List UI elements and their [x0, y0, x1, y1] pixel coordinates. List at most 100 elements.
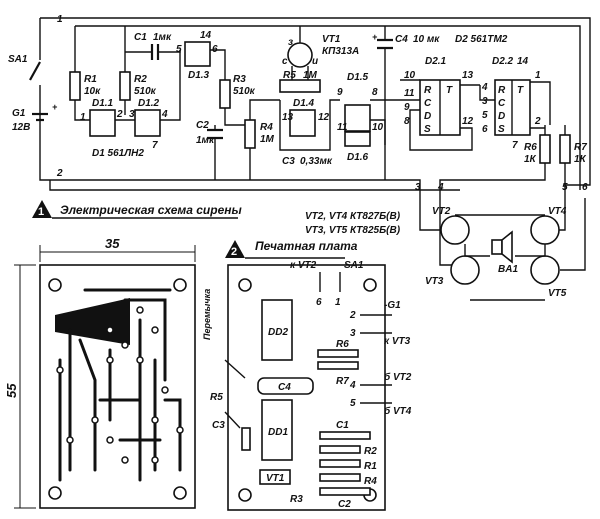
- pcb-mount-hole-bl: [48, 486, 62, 500]
- board-resistor-r6: [317, 349, 359, 358]
- bridge-mid-wires: [464, 244, 546, 257]
- plus-rail: [40, 17, 591, 186]
- d2-1-pin-11: 11: [404, 88, 415, 99]
- wire-number-1: 1: [57, 14, 63, 25]
- pin-2-d1-1: 2: [116, 109, 123, 120]
- switch-sa1-contact: [29, 61, 41, 81]
- d2-1-pin-r: R: [424, 85, 432, 96]
- vt1-pin-source: и: [312, 56, 318, 67]
- board-capacitor-c1: [319, 431, 371, 440]
- wire-number-6: 6: [582, 182, 588, 193]
- resistor-r6-name: R6: [524, 142, 537, 153]
- pin-5-d1-3: 5: [176, 44, 182, 55]
- d2-1-pin-12: 12: [462, 116, 474, 127]
- d2-2-pin-c: C: [498, 98, 506, 109]
- dimension-height-label: 55: [4, 383, 19, 398]
- board-terminals: 6 к VT2 1 SA1 2 -G1 3 к VT3 4 б VT2 5 б …: [290, 260, 412, 417]
- resistor-r4: [244, 119, 256, 149]
- board-r3-label: R3: [290, 494, 303, 505]
- board-resistor-r1: [319, 459, 361, 468]
- bridge-rails: [455, 214, 545, 301]
- d2-2-pin-2: 2: [534, 116, 541, 127]
- pcb-mount-hole-tr: [173, 278, 187, 292]
- vt1-leads: [291, 26, 309, 80]
- capacitor-c4-name: C4: [395, 34, 408, 45]
- board-capacitor-c2: [319, 487, 371, 496]
- board-r4-label: R4: [364, 476, 377, 487]
- terminal-5-label: б VT4: [384, 405, 412, 417]
- caption-2-marker: [225, 240, 245, 258]
- caption-1-text: Электрическая схема сирены: [60, 203, 243, 217]
- resistor-r6-value: 1К: [524, 154, 537, 165]
- transistor-vt5-label: VT5: [548, 288, 567, 299]
- transistor-vt3-label: VT3: [425, 276, 444, 287]
- resistor-r2: [119, 71, 131, 101]
- transistor-vt3: [450, 255, 480, 285]
- board-mount-hole-tr: [363, 278, 377, 292]
- resistor-r5-label: R5: [283, 70, 296, 81]
- board-r7-label: R7: [336, 376, 349, 387]
- d2-2-wires: [479, 81, 551, 129]
- board-capacitor-c4: [257, 377, 314, 395]
- gate-d1-2-label: D1.2: [138, 98, 160, 109]
- switch-sa1-label: SA1: [8, 54, 28, 65]
- d1-chip-type: D1 561ЛН2: [92, 148, 144, 159]
- gate-d1-1: [89, 109, 116, 137]
- caption-2-number: 2: [231, 246, 237, 258]
- caption-1-number: 1: [38, 206, 44, 218]
- r1-wires: [74, 26, 90, 121]
- d2-1-in-wires: [395, 79, 420, 101]
- pcb-mount-hole-br: [173, 486, 187, 500]
- d2-2-pin-3: 3: [482, 96, 488, 107]
- d2-2-pin-s: S: [498, 124, 505, 135]
- d2-2-pin-4: 4: [481, 82, 488, 93]
- d2-1-pin-t: T: [446, 85, 453, 96]
- r3-out-wire: [224, 108, 250, 126]
- pin-9-d1-5: 9: [337, 87, 343, 98]
- pcb-mount-hole-tl: [48, 278, 62, 292]
- pcb-tracks-view: 35 55: [4, 236, 196, 509]
- minus-rail: [39, 85, 421, 198]
- pcb-copper-tracks: [58, 288, 182, 482]
- gate-d1-3: [184, 41, 211, 67]
- gate-d1-1-label: D1.1: [92, 98, 114, 109]
- capacitor-c2: [207, 128, 223, 140]
- bridge-amplifier: VT2 VT3 VT4 VT5 BA1 VT2, VT4 КТ827Б(В) V…: [305, 198, 586, 301]
- flipflop-d2-2-label: D2.2: [492, 56, 514, 67]
- capacitor-c3-name: C3: [282, 156, 295, 167]
- caption-2-text: Печатная плата: [255, 239, 358, 253]
- d2-1-feedback: [409, 84, 480, 151]
- resistor-r7-name: R7: [574, 142, 587, 153]
- speaker-ba1-label: BA1: [498, 264, 518, 275]
- board-c4-label: C4: [278, 382, 291, 393]
- resistor-r6: [539, 134, 551, 164]
- transistor-vt2: [440, 215, 470, 245]
- board-resistor-r7: [317, 361, 359, 370]
- capacitor-c4: [377, 38, 393, 50]
- battery-plus-sign: +: [52, 102, 58, 112]
- terminal-3-number: 3: [350, 328, 356, 339]
- board-r6-label: R6: [336, 339, 349, 350]
- terminal-6-number: 6: [316, 297, 322, 308]
- capacitor-c1: [150, 44, 160, 60]
- resistor-r1: [69, 71, 81, 101]
- d2-2-pin-7: 7: [512, 140, 518, 151]
- bridge-types-line-1: VT2, VT4 КТ827Б(В): [305, 211, 401, 222]
- vt1-pin-drain: с: [282, 56, 288, 67]
- terminal-1-number: 1: [335, 297, 341, 308]
- resistor-r3-name: R3: [233, 74, 246, 85]
- chip-dd2: [261, 299, 293, 361]
- wire-number-3: 3: [415, 182, 421, 193]
- capacitor-c2-value: 1мк: [196, 135, 215, 146]
- d2-2-pin-t: T: [517, 85, 524, 96]
- d1-4-loop: [279, 99, 340, 151]
- transistor-vt4-label: VT4: [548, 206, 567, 217]
- terminal-3-label: к VT3: [384, 336, 411, 347]
- transistor-vt5: [530, 255, 560, 285]
- rail-bottom-2: [49, 180, 460, 191]
- gate-d1-6: [344, 131, 371, 147]
- chip-dd2-label: DD2: [268, 327, 288, 338]
- speaker-ba1-cone: [501, 230, 513, 264]
- bridge-types-line-2: VT3, VT5 КТ825Б(В): [305, 225, 401, 236]
- d2-1-pin-10: 10: [404, 70, 416, 81]
